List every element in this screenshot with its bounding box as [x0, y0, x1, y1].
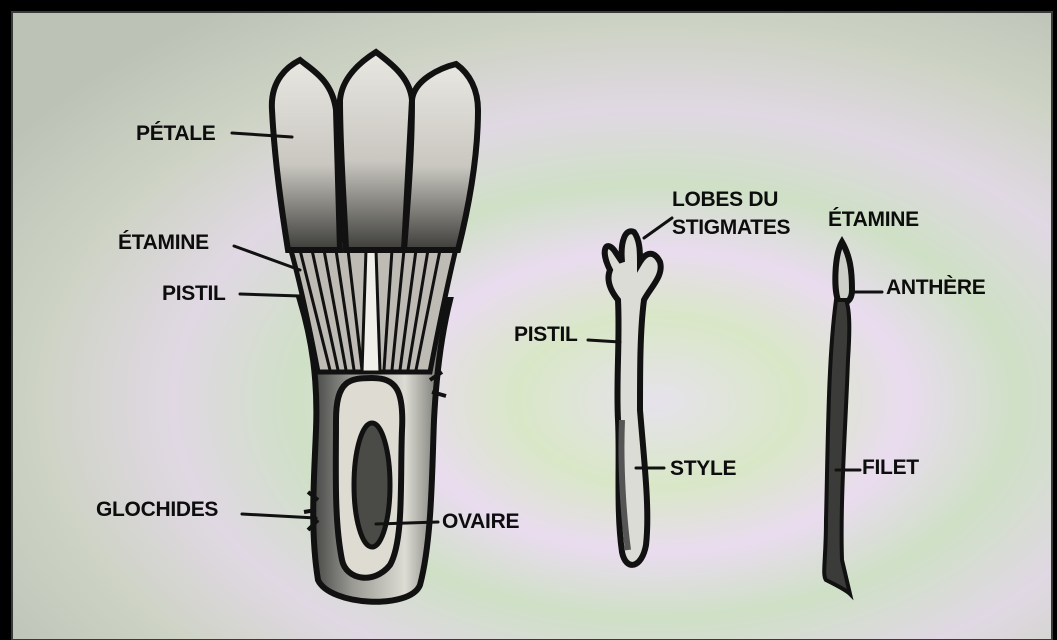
- label-stamen-detail: ÉTAMINE: [828, 208, 919, 231]
- label-pistil: PISTIL: [162, 282, 226, 305]
- anther: [835, 242, 852, 302]
- label-style: STYLE: [670, 457, 736, 480]
- petal-right: [404, 64, 478, 250]
- petal-left: [272, 60, 340, 250]
- label-filament: FILET: [862, 456, 919, 479]
- label-stigma-lobes-line1: LOBES DU: [672, 188, 778, 211]
- flower-pistil: [362, 250, 380, 372]
- label-petal: PÉTALE: [136, 122, 216, 145]
- petal-middle: [340, 52, 412, 250]
- label-stamen: ÉTAMINE: [118, 231, 209, 254]
- label-anther: ANTHÈRE: [886, 276, 986, 299]
- label-pistil-detail: PISTIL: [514, 323, 578, 346]
- label-stigma-lobes-line2: STIGMATES: [672, 216, 791, 239]
- label-glochids: GLOCHIDES: [96, 498, 218, 521]
- label-ovary: OVAIRE: [442, 510, 519, 533]
- ovary: [354, 423, 390, 547]
